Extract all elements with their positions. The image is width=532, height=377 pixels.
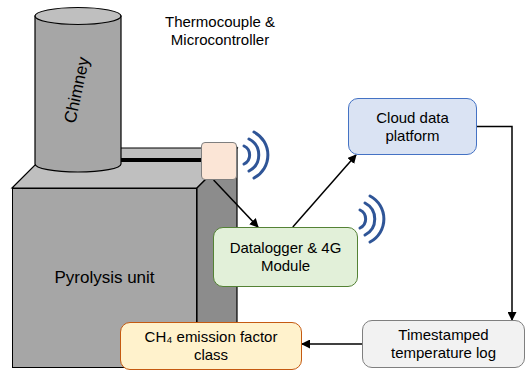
node-label: Cloud data platform	[349, 107, 476, 147]
process-box: Timestamped temperature log	[362, 320, 525, 368]
wireless-waves	[360, 196, 384, 242]
arrow-connector	[302, 343, 362, 345]
process-box: Cloud data platform	[348, 98, 477, 155]
node-label: Pyrolysis unit	[48, 266, 160, 290]
arrow-connector	[293, 155, 356, 227]
arrow-connector	[214, 180, 258, 227]
arrow-connector	[477, 127, 512, 321]
thermocouple-probe	[121, 158, 201, 162]
wireless-waves	[244, 132, 268, 178]
chimney-cylinder: Chimney	[34, 6, 122, 174]
node-label: Timestamped temperature log	[363, 324, 524, 364]
sensor-box: Thermocouple & Microcontroller	[201, 142, 237, 180]
process-box: CH₄ emission factor class	[120, 322, 302, 370]
process-box: Datalogger & 4G Module	[213, 227, 358, 287]
node-label: CH₄ emission factor class	[121, 326, 301, 366]
node-label: Thermocouple & Microcontroller	[154, 13, 286, 49]
node-label: Datalogger & 4G Module	[214, 237, 357, 277]
